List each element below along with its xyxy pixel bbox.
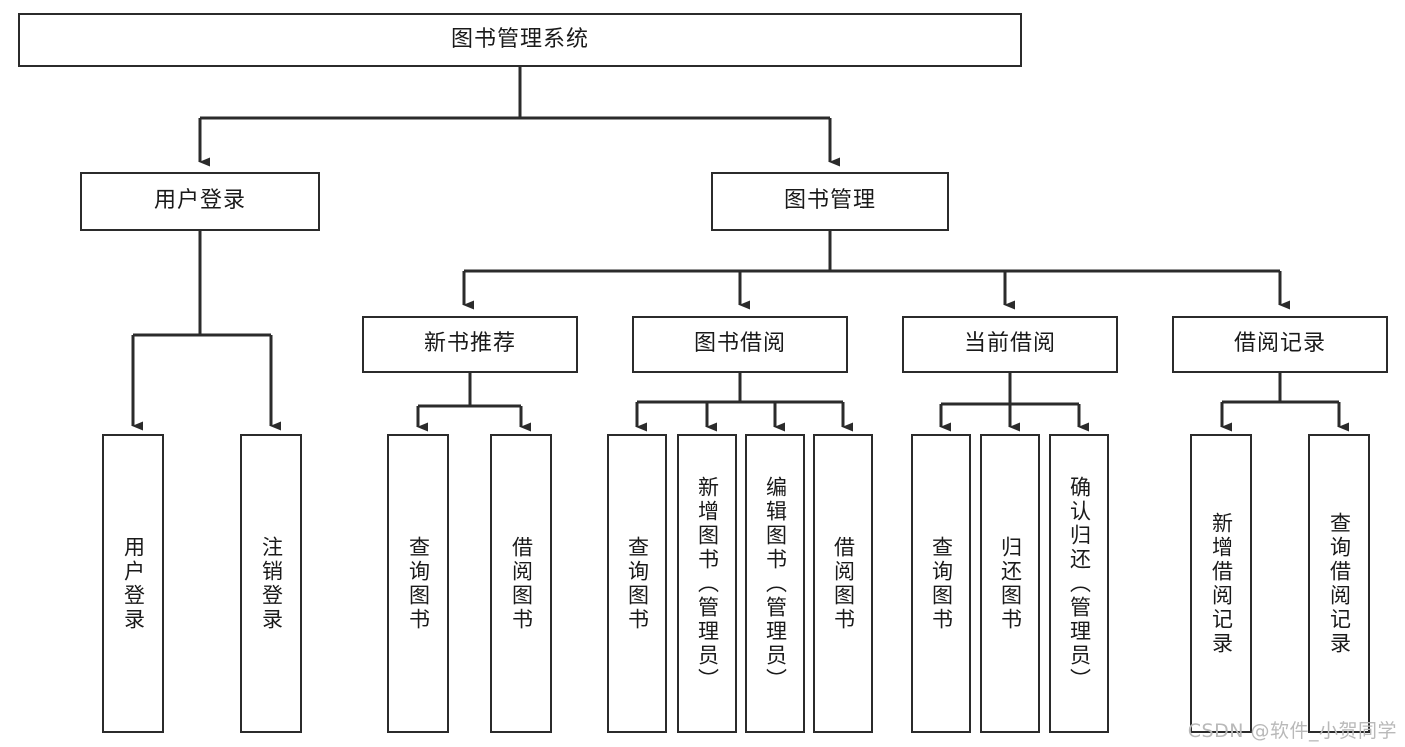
node-leaf-add-borrow-record[interactable]: 新增借阅记录 [1190,434,1252,733]
node-leaf-edit-book-admin-label: 编辑图书（管理员） [763,475,788,692]
node-leaf-query-book-borrow-label: 查询图书 [625,535,650,632]
node-leaf-query-book-borrow[interactable]: 查询图书 [607,434,667,733]
node-leaf-return-book[interactable]: 归还图书 [980,434,1040,733]
node-new-book-recommend[interactable]: 新书推荐 [362,316,578,373]
node-leaf-logout[interactable]: 注销登录 [240,434,302,733]
node-leaf-borrow-book[interactable]: 借阅图书 [813,434,873,733]
node-borrow-record-label: 借阅记录 [1233,331,1326,357]
node-root[interactable]: 图书管理系统 [18,13,1022,67]
node-leaf-borrow-book-recommend-label: 借阅图书 [509,535,534,632]
node-leaf-query-book-current[interactable]: 查询图书 [911,434,971,733]
node-leaf-query-borrow-record-label: 查询借阅记录 [1327,511,1352,656]
node-leaf-confirm-return-admin[interactable]: 确认归还（管理员） [1049,434,1109,733]
node-borrow-record[interactable]: 借阅记录 [1172,316,1388,373]
node-leaf-query-book-recommend-label: 查询图书 [406,535,431,632]
node-leaf-user-login-label: 用户登录 [121,535,146,632]
node-book-borrow-label: 图书借阅 [693,331,786,357]
node-leaf-edit-book-admin[interactable]: 编辑图书（管理员） [745,434,805,733]
node-leaf-return-book-label: 归还图书 [998,535,1023,632]
node-leaf-confirm-return-admin-label: 确认归还（管理员） [1067,475,1092,692]
node-leaf-query-book-recommend[interactable]: 查询图书 [387,434,449,733]
node-user-login-label: 用户登录 [153,188,246,214]
node-user-login[interactable]: 用户登录 [80,172,320,231]
node-leaf-borrow-book-recommend[interactable]: 借阅图书 [490,434,552,733]
node-leaf-query-borrow-record[interactable]: 查询借阅记录 [1308,434,1370,733]
node-book-management[interactable]: 图书管理 [711,172,949,231]
node-leaf-add-book-admin-label: 新增图书（管理员） [695,475,720,692]
node-leaf-add-borrow-record-label: 新增借阅记录 [1209,511,1234,656]
node-leaf-logout-label: 注销登录 [259,535,284,632]
node-leaf-borrow-book-label: 借阅图书 [831,535,856,632]
node-new-book-recommend-label: 新书推荐 [423,331,516,357]
node-leaf-query-book-current-label: 查询图书 [929,535,954,632]
node-book-borrow[interactable]: 图书借阅 [632,316,848,373]
node-leaf-add-book-admin[interactable]: 新增图书（管理员） [677,434,737,733]
node-root-label: 图书管理系统 [450,26,589,52]
node-leaf-user-login[interactable]: 用户登录 [102,434,164,733]
node-book-management-label: 图书管理 [783,188,876,214]
node-current-borrow[interactable]: 当前借阅 [902,316,1118,373]
node-current-borrow-label: 当前借阅 [963,331,1056,357]
